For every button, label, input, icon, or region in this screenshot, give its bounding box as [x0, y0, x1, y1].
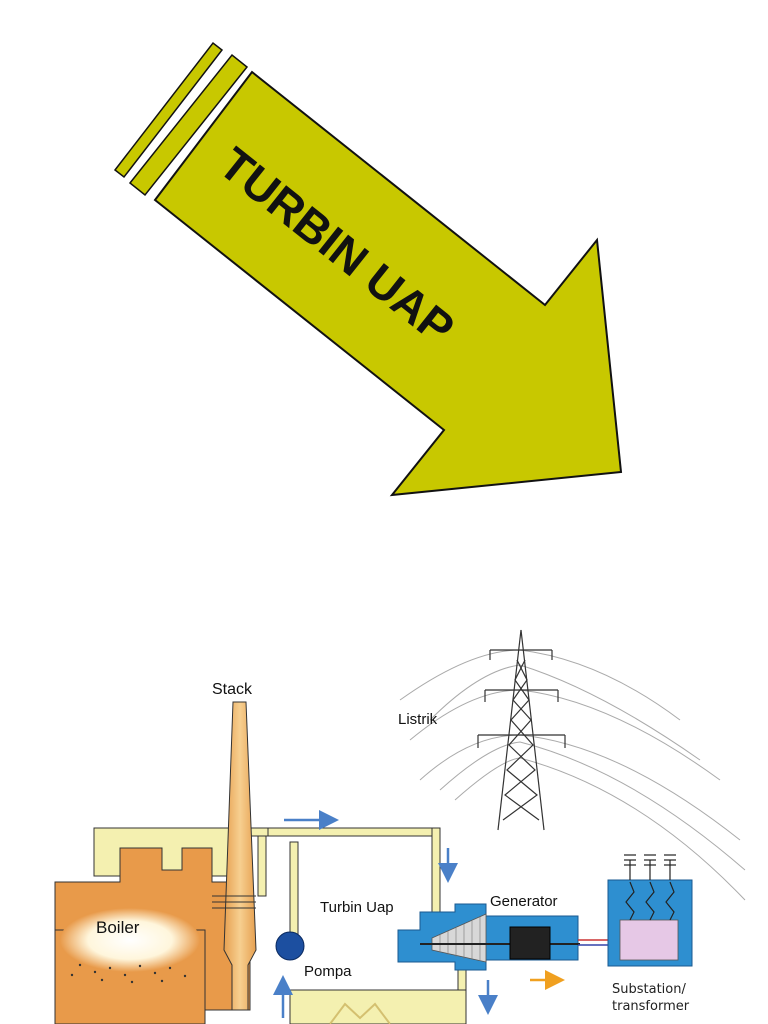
stack [223, 701, 257, 1011]
boiler [54, 847, 251, 1024]
label-stack: Stack [212, 681, 253, 698]
label-pompa: Pompa [304, 963, 352, 980]
label-substation-line1: Substation/ [612, 982, 686, 997]
label-substation-line2: transformer [612, 999, 690, 1014]
label-generator: Generator [490, 893, 558, 910]
power-plant-diagram: Stack Listrik Turbin Uap Generator Boile… [54, 629, 746, 1024]
turbine-generator [397, 903, 580, 971]
stack-grill [212, 895, 256, 909]
arrow-body [153, 70, 623, 497]
turbin-uap-arrow: TURBIN UAP [113, 41, 623, 497]
arrow-stripe-2 [128, 53, 249, 197]
label-listrik: Listrik [398, 711, 438, 728]
pump [275, 931, 305, 961]
arrow-stripe-1 [113, 41, 224, 179]
condenser [329, 1002, 391, 1024]
flow-arrows [273, 810, 565, 1018]
power-lines [399, 649, 746, 901]
output-cables [578, 939, 610, 946]
label-boiler: Boiler [96, 918, 140, 937]
label-turbin-uap: Turbin Uap [320, 899, 394, 916]
substation [607, 854, 693, 967]
transmission-tower [477, 629, 566, 831]
